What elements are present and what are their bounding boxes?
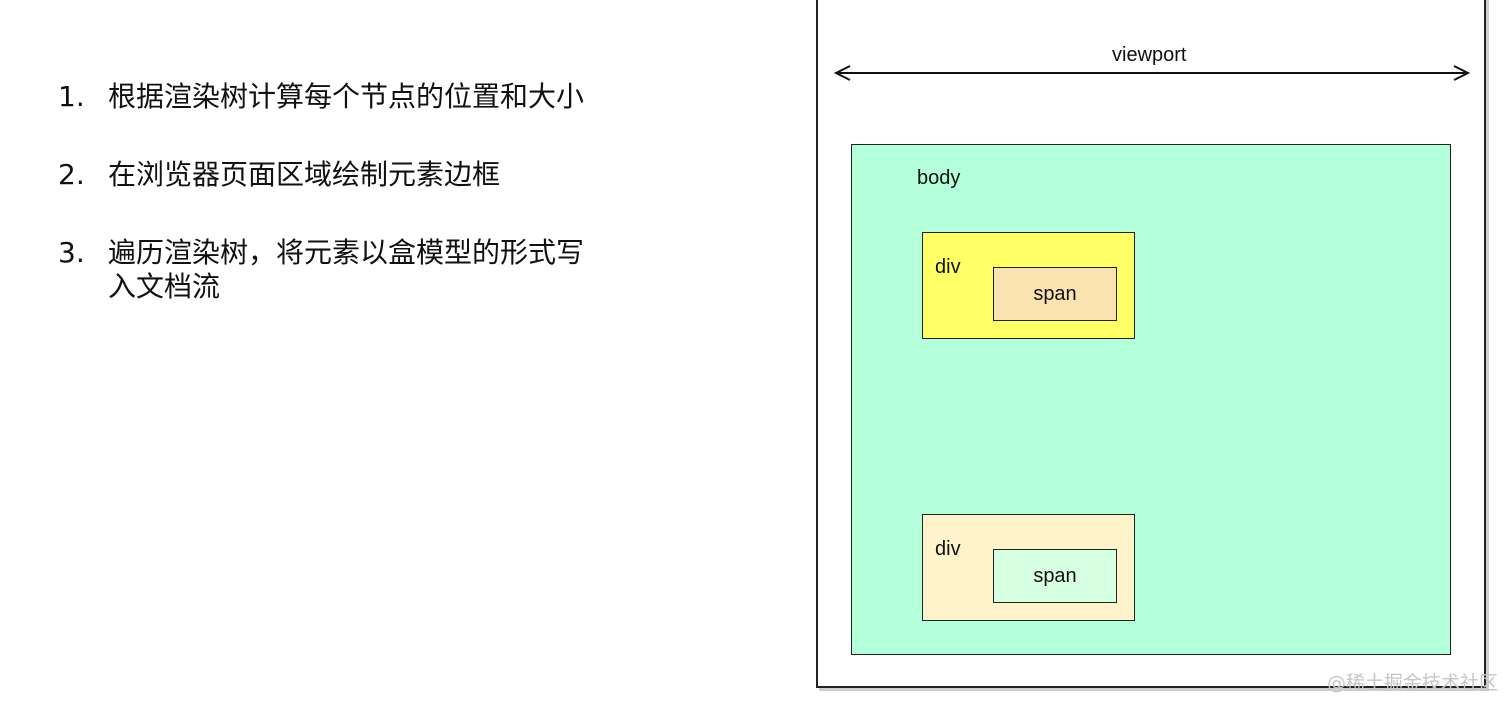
span-box-2: span [993,549,1117,603]
step-number: 3. [58,236,85,269]
step-text: 根据渲染树计算每个节点的位置和大小 [108,80,585,113]
step-2: 2. 在浏览器页面区域绘制元素边框 [58,158,598,192]
step-1: 1. 根据渲染树计算每个节点的位置和大小 [58,80,598,114]
step-3: 3. 遍历渲染树，将元素以盒模型的形式写入文档流 [58,236,598,304]
body-box: body div span div span [851,144,1451,655]
body-label: body [917,167,961,189]
step-number: 2. [58,158,85,191]
step-text: 遍历渲染树，将元素以盒模型的形式写入文档流 [108,236,585,303]
span-box-1: span [993,267,1117,321]
viewport-width-arrow [833,65,1471,81]
div-box-2: div span [922,514,1135,621]
steps-list: 1. 根据渲染树计算每个节点的位置和大小 2. 在浏览器页面区域绘制元素边框 3… [58,80,598,348]
div-label: div [935,538,961,560]
div-label: div [935,256,961,278]
div-box-1: div span [922,232,1135,339]
viewport-label: viewport [1112,44,1187,66]
step-text: 在浏览器页面区域绘制元素边框 [108,158,501,191]
step-number: 1. [58,80,85,113]
watermark: @稀土掘金技术社区 [1326,672,1498,694]
